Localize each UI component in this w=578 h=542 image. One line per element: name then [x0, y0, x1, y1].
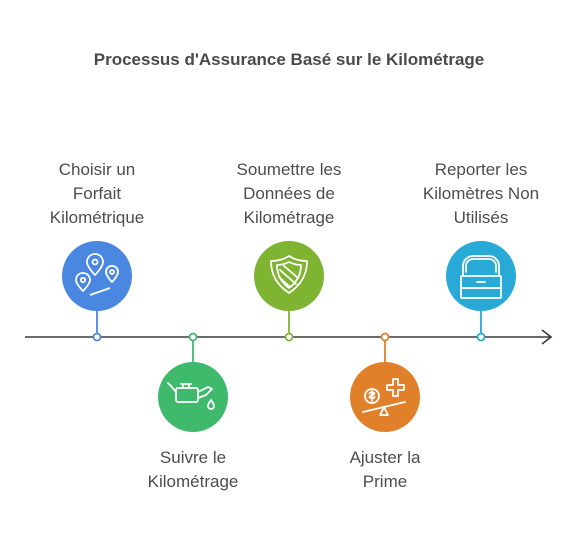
step-3-label: Soumettre les Données de Kilométrage	[236, 160, 342, 227]
arrow-head-icon	[541, 329, 553, 345]
step-1-label: Choisir un Forfait Kilométrique	[49, 160, 145, 227]
step-5-label: Reporter les Kilomètres Non Utilisés	[422, 160, 540, 227]
step-1-circle	[62, 241, 132, 311]
oil-can-icon	[167, 382, 215, 410]
step-2-label: Suivre le Kilométrage	[147, 448, 239, 491]
step-1-marker	[92, 332, 102, 342]
step-4-label: Ajuster la Prime	[349, 448, 421, 491]
archive-icon	[460, 255, 502, 299]
balance-scale-icon	[362, 378, 406, 416]
step-5-marker	[476, 332, 486, 342]
step-3-marker	[284, 332, 294, 342]
diagram-title: Processus d'Assurance Basé sur le Kilomé…	[93, 50, 485, 69]
step-4-marker	[380, 332, 390, 342]
shield-icon	[270, 255, 308, 294]
step-2-marker	[188, 332, 198, 342]
step-3-circle	[254, 241, 324, 311]
step-2-circle	[158, 362, 228, 432]
step-4-circle	[350, 362, 420, 432]
map-pins-icon	[75, 253, 119, 296]
